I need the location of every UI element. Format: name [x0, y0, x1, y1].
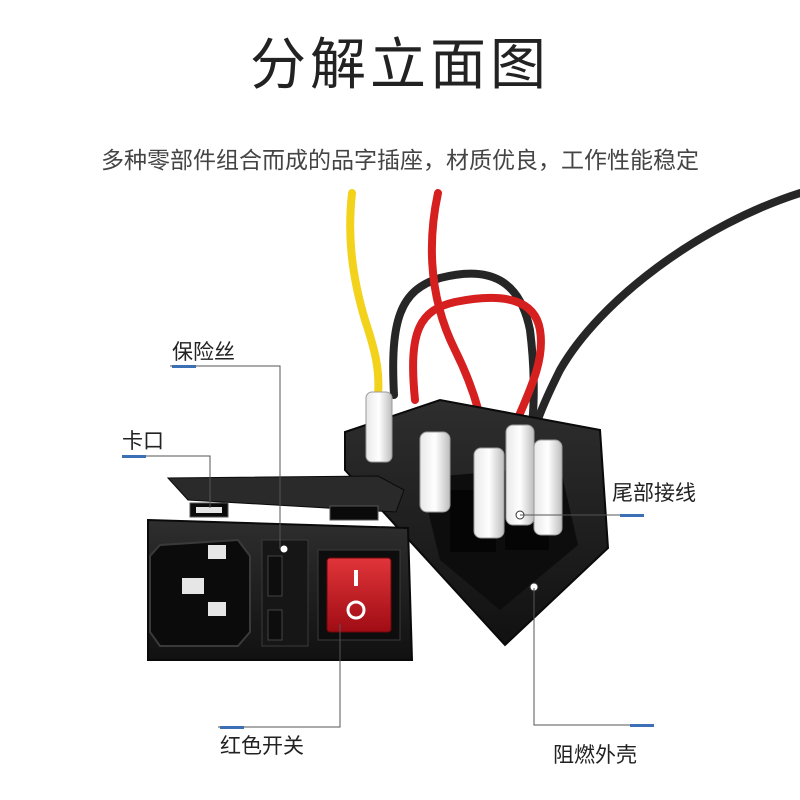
- spade-terminals: [365, 391, 563, 539]
- shell-leader: [533, 588, 652, 726]
- switch-accent: [220, 726, 244, 729]
- callout-flame-retardant-shell: 阻燃外壳: [553, 743, 637, 767]
- callout-red-switch: 红色开关: [220, 734, 304, 758]
- callout-fuse: 保险丝: [172, 340, 235, 364]
- fuse-holder-icon: [261, 539, 309, 647]
- callout-clip: 卡口: [122, 429, 164, 453]
- page-title: 分解立面图: [250, 33, 550, 98]
- switch-off-mark: [346, 600, 366, 620]
- shell-accent: [630, 724, 654, 727]
- iec-c14-socket-icon: [149, 538, 251, 647]
- black-wire-long: [526, 189, 800, 464]
- callout-tail-wiring: 尾部接线: [612, 481, 696, 505]
- page-subtitle: 多种零部件组合而成的品字插座，材质优良，工作性能稳定: [101, 148, 699, 174]
- yellow-wire: [346, 189, 383, 399]
- switch-leader: [218, 624, 341, 728]
- red-wire-loop: [409, 293, 545, 429]
- tail-accent: [620, 514, 644, 517]
- front-module: [147, 475, 414, 661]
- clip-leader: [122, 455, 211, 508]
- clip-accent: [122, 455, 146, 458]
- fuse-accent: [172, 365, 196, 368]
- fuse-leader: [170, 365, 281, 549]
- rear-module: [344, 391, 610, 647]
- rocker-switch-icon: [317, 549, 401, 641]
- switch-on-mark: [354, 570, 358, 586]
